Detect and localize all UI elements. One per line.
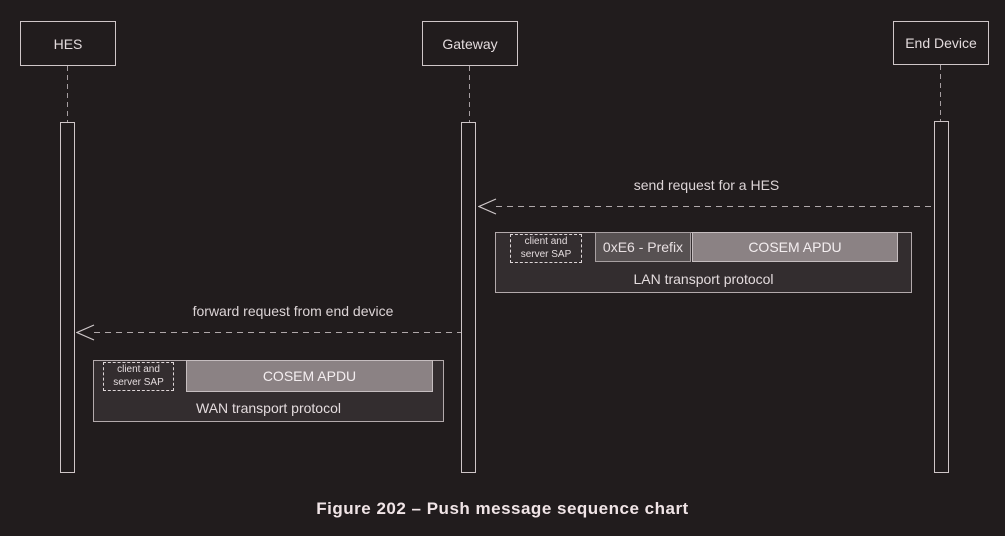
arrowhead-left-icon: [478, 198, 497, 215]
pdu-group-lan: client and server SAP 0xE6 - Prefix COSE…: [495, 232, 912, 293]
activation-bar-hes: [60, 122, 75, 473]
actor-box-gateway: Gateway: [422, 21, 518, 66]
message-label-forward-request: forward request from end device: [192, 303, 394, 319]
prefix-box-lan: 0xE6 - Prefix: [595, 232, 691, 262]
actor-box-end-device: End Device: [893, 21, 989, 65]
pdu-group-wan: client and server SAP COSEM APDU WAN tra…: [93, 360, 444, 422]
apdu-box-wan: COSEM APDU: [186, 360, 433, 392]
lifeline-gateway: [469, 66, 470, 122]
sap-box-lan: client and server SAP: [510, 234, 582, 263]
lifeline-hes: [67, 66, 68, 122]
sap-box-wan: client and server SAP: [103, 362, 174, 391]
message-line-forward-request: [94, 332, 461, 333]
activation-bar-end-device: [934, 121, 949, 473]
actor-label-hes: HES: [53, 35, 83, 52]
actor-label-gateway: Gateway: [442, 35, 498, 52]
protocol-label-lan: LAN transport protocol: [633, 271, 774, 287]
arrowhead-left-icon: [76, 324, 95, 341]
actor-box-hes: HES: [20, 21, 116, 66]
figure-caption: Figure 202 – Push message sequence chart: [316, 499, 689, 518]
lifeline-end-device: [940, 65, 941, 121]
activation-bar-gateway: [461, 122, 476, 473]
protocol-label-wan: WAN transport protocol: [196, 400, 341, 416]
message-line-send-request: [496, 206, 934, 207]
actor-label-end-device: End Device: [905, 35, 977, 51]
message-label-send-request: send request for a HES: [633, 177, 780, 193]
apdu-box-lan: COSEM APDU: [692, 232, 898, 262]
